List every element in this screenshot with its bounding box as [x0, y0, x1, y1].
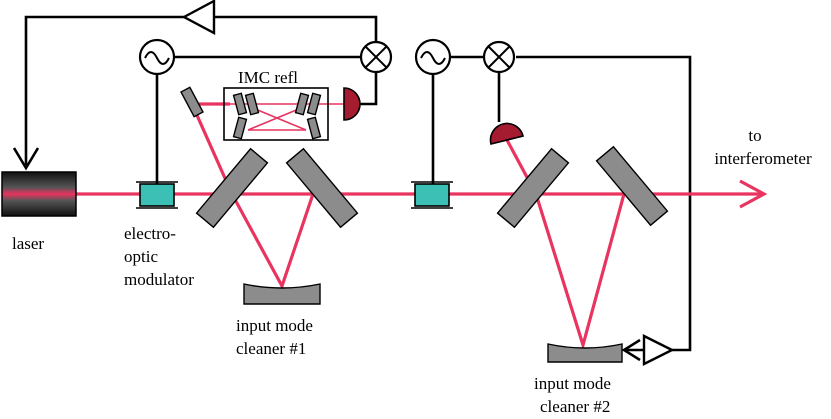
- imc2-label-line2: cleaner #2: [540, 397, 610, 416]
- imc2-curved-mirror-icon: [547, 343, 623, 363]
- imc2-input-mirror-icon: [496, 147, 570, 229]
- amplifier-bottom-icon: [642, 334, 675, 366]
- eom-label-line3: modulator: [124, 270, 194, 289]
- eom-label-line2: optic: [124, 247, 158, 266]
- imc1-output-mirror-icon: [285, 147, 359, 229]
- eom-label-line1: electro-: [124, 224, 176, 243]
- imc-refl-bowtie-beam: [230, 103, 344, 131]
- laser-label: laser: [12, 234, 44, 253]
- imc-refl-label: IMC refl: [238, 68, 298, 87]
- photodiode-2-icon: [489, 122, 524, 145]
- oscillator-2-icon: [414, 38, 452, 76]
- mixer-1-icon: [359, 40, 393, 74]
- eom-2-icon: [411, 181, 453, 209]
- laser-icon: [1, 171, 77, 217]
- imc2-output-mirror-icon: [595, 145, 669, 227]
- oscillator-1-icon: [138, 38, 176, 76]
- eom-1-icon: [136, 181, 178, 209]
- imc1-input-mirror-icon: [195, 147, 269, 229]
- imc1-label-line1: input mode: [236, 316, 313, 335]
- amplifier-top-icon: [181, 0, 216, 35]
- photodiode-1-icon: [343, 87, 361, 121]
- imc-refl-box: [223, 87, 329, 141]
- imc1-curved-mirror-icon: [243, 283, 321, 305]
- modulation-wires-2: [431, 55, 692, 366]
- mixer-2-icon: [482, 40, 516, 74]
- imc2-label-line1: input mode: [534, 374, 611, 393]
- interferometer-label: interferometer: [714, 149, 812, 168]
- imc1-label-line2: cleaner #1: [236, 339, 306, 358]
- laser-beam: [75, 102, 768, 351]
- modulation-wires-1: [155, 55, 378, 184]
- steering-mirror-icon: [180, 86, 204, 118]
- laser-feedback-loop: [12, 0, 378, 171]
- to-label: to: [748, 126, 761, 145]
